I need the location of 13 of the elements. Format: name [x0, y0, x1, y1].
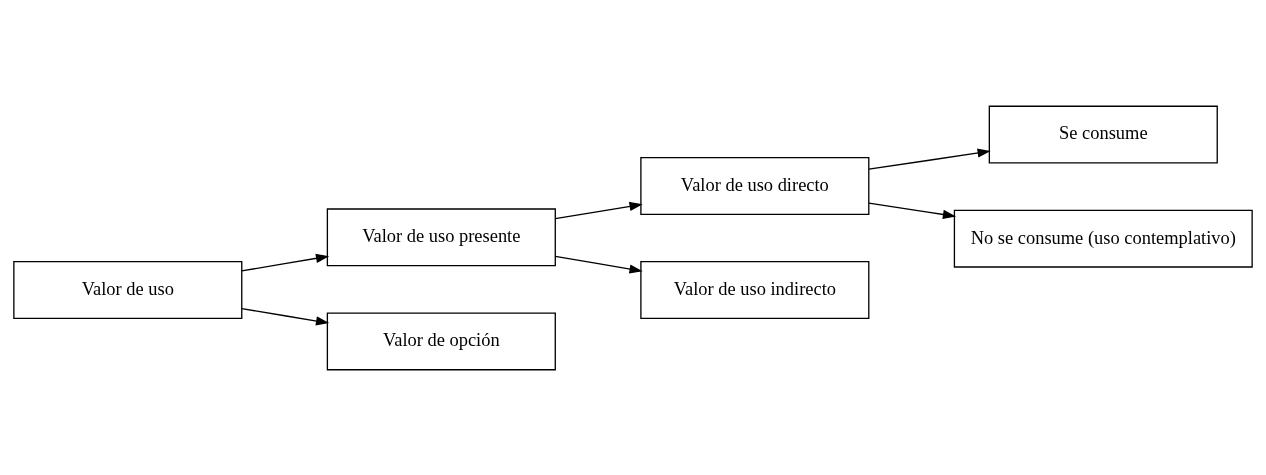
arrow — [241, 307, 330, 325]
node-box: Valor de uso presente — [326, 207, 556, 266]
arrow — [554, 255, 643, 274]
arrow — [868, 202, 957, 219]
node-box: Se consume — [988, 105, 1218, 164]
arrow — [554, 201, 643, 219]
node-box: No se consume (uso contemplativo) — [953, 209, 1253, 268]
arrow — [868, 148, 991, 170]
node-box: Valor de uso — [13, 260, 243, 319]
node-box: Valor de opción — [326, 311, 556, 370]
arrow — [241, 253, 330, 272]
node-box: Valor de uso indirecto — [640, 260, 870, 319]
node-box: Valor de uso directo — [640, 156, 870, 215]
